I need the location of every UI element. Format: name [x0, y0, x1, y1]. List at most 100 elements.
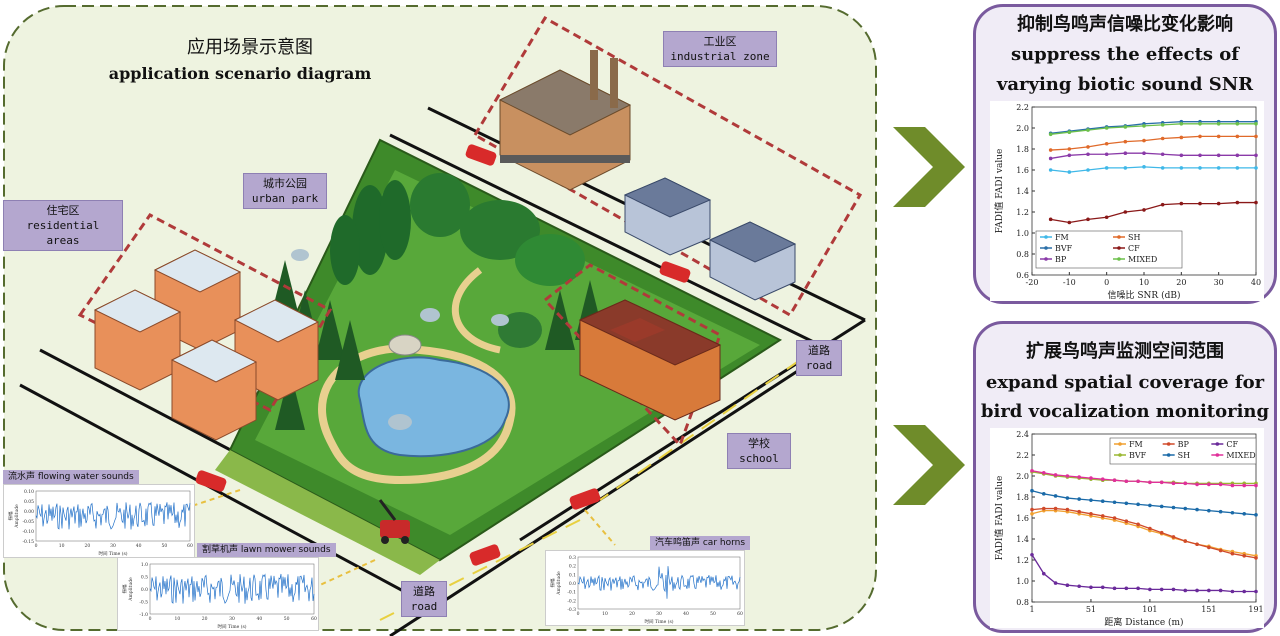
series-point-MIXED	[1065, 474, 1070, 478]
legend-marker-MIXED	[1117, 257, 1121, 261]
legend-label-MIXED: MIXED	[1226, 451, 1255, 460]
waveform-frame	[35, 490, 191, 542]
series-point-BP	[1089, 512, 1093, 516]
series-point-CF	[1230, 589, 1235, 594]
x-tick-label: 20	[1176, 278, 1186, 287]
waveform-x-tick: 30	[110, 543, 116, 549]
series-point-BP	[1041, 506, 1046, 511]
series-point-SH	[1123, 139, 1128, 144]
y-axis-label: FADI值 FADI value	[993, 149, 1005, 234]
series-point-SH	[1136, 502, 1140, 507]
x-tick-label: 30	[1214, 278, 1224, 287]
series-point-CF	[1179, 201, 1184, 206]
series-point-CF	[1065, 583, 1070, 587]
waveform-x-tick: 0	[35, 543, 38, 549]
series-point-MIXED	[1048, 132, 1053, 137]
series-point-SH	[1216, 134, 1221, 139]
series-point-CF	[1218, 588, 1223, 593]
series-point-BP	[1230, 551, 1235, 556]
y-tick-label: 2.0	[1016, 472, 1029, 481]
series-point-BP	[1183, 539, 1188, 543]
waveform-x-tick: 50	[161, 543, 167, 549]
waveform-y-tick: 0.2	[569, 564, 576, 570]
industrial-zone-outline	[472, 15, 863, 318]
x-tick-label: 151	[1201, 605, 1216, 614]
waveform-frame	[149, 563, 315, 615]
series-point-CF	[1086, 217, 1090, 222]
label-residential-areas: 住宅区 residential areas	[3, 200, 123, 251]
waveform-x-label: 时间 Time (s)	[98, 550, 127, 557]
legend-marker-BVF	[1118, 453, 1122, 457]
waveform-x-tick: 0	[149, 616, 152, 622]
series-point-CF	[1254, 589, 1258, 594]
legend-label-FM: FM	[1055, 233, 1069, 242]
series-point-SH	[1171, 505, 1176, 510]
series-point-SH	[1030, 488, 1034, 493]
waveform-y-tick: 0.3	[569, 555, 576, 561]
series-point-MIXED	[1112, 478, 1117, 482]
waveform-y-tick: -0.05	[22, 519, 34, 525]
panel-distance-title-cn: 扩展鸟鸣声监测空间范围	[1026, 341, 1224, 362]
series-line-CF	[1050, 201, 1256, 224]
series-point-SH	[1041, 492, 1046, 496]
waveform-y-tick: 0.10	[24, 489, 34, 495]
scene-title-cn: 应用场景示意图	[187, 37, 313, 58]
panel-snr-title-en1: suppress the effects of	[1010, 44, 1240, 65]
waveform-y-tick: -0.5	[139, 600, 148, 606]
waveform-y-tick: -0.3	[567, 607, 576, 613]
series-point-BP	[1195, 542, 1199, 547]
series-point-MIXED	[1183, 481, 1188, 486]
series-line-BVF	[1050, 121, 1256, 134]
series-point-BP	[1065, 507, 1070, 512]
series-point-SH	[1179, 135, 1184, 140]
series-point-MIXED	[1230, 483, 1235, 488]
waveform-x-label: 时间 Time (s)	[644, 618, 673, 625]
y-tick-label: 1.4	[1016, 535, 1029, 544]
series-point-BP	[1198, 153, 1202, 158]
waveform-x-tick: 20	[84, 543, 90, 549]
y-tick-label: 2.2	[1016, 103, 1029, 112]
cars	[195, 144, 691, 566]
panel-distance-title-en2: bird vocalization monitoring	[980, 401, 1270, 422]
label-school: 学校 school	[727, 433, 791, 469]
series-point-FM	[1048, 168, 1053, 172]
series-point-BP	[1216, 153, 1221, 158]
series-point-MIXED	[1218, 482, 1223, 487]
series-point-MIXED	[1089, 476, 1093, 480]
series-point-MIXED	[1123, 125, 1128, 129]
legend-box	[1035, 230, 1183, 269]
series-point-FM	[1254, 166, 1258, 170]
legend-label-SH: SH	[1128, 233, 1140, 242]
series-point-CF	[1104, 215, 1109, 220]
series-line-FM	[1031, 510, 1257, 557]
series-point-FM	[1142, 165, 1146, 169]
series-point-MIXED	[1159, 480, 1164, 485]
series-point-BP	[1124, 519, 1129, 523]
label-road-right: 道路 road	[796, 340, 842, 376]
x-axis-label: 距离 Distance (m)	[1104, 616, 1183, 628]
waveform-y-label-en: Amplitude	[556, 571, 562, 596]
waveform-x-tick: 40	[683, 611, 689, 617]
waveform-x-tick: 60	[187, 543, 193, 549]
series-point-BP	[1100, 514, 1105, 518]
legend-marker-BVF	[1044, 246, 1048, 250]
label-urban-park: 城市公园 urban park	[243, 173, 327, 209]
residential-buildings	[93, 249, 320, 441]
series-point-MIXED	[1142, 124, 1146, 128]
series-point-SH	[1089, 498, 1093, 502]
legend-marker-CF	[1215, 442, 1220, 446]
series-point-CF	[1089, 585, 1093, 590]
waveform-y-tick: 1.0	[141, 562, 148, 568]
series-point-FM	[1179, 166, 1184, 170]
series-point-SH	[1207, 508, 1211, 513]
series-point-CF	[1160, 202, 1165, 207]
series-point-SH	[1067, 147, 1072, 151]
waveform-x-tick: 50	[284, 616, 290, 622]
legend-label-BVF: BVF	[1129, 451, 1147, 460]
series-point-BP	[1112, 516, 1117, 520]
series-point-SH	[1124, 501, 1129, 506]
series-point-CF	[1207, 588, 1211, 593]
series-point-MIXED	[1216, 122, 1221, 126]
legend-marker-SH	[1117, 235, 1121, 239]
